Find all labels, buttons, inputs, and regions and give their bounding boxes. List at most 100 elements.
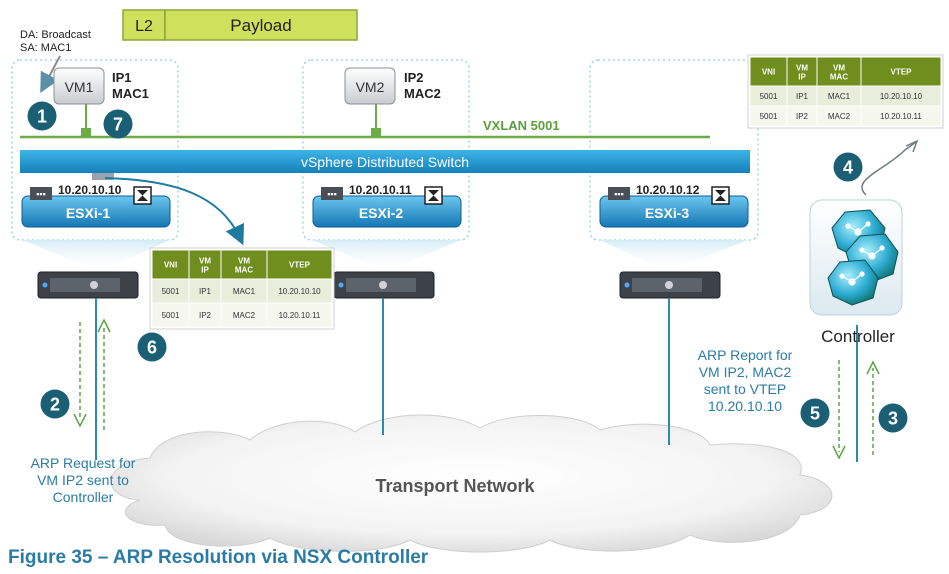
table-cell: 10.20.10.11 — [279, 311, 321, 320]
svg-text:7: 7 — [113, 115, 123, 135]
vm2-mac: MAC2 — [404, 86, 441, 101]
arp-report-text: ARP Report for VM IP2, MAC2 sent to VTEP… — [698, 347, 793, 414]
table-cell: IP2 — [199, 311, 212, 320]
table-cell: IP1 — [796, 92, 809, 101]
vm2-port — [371, 128, 381, 138]
svg-text:VM IP2, MAC2: VM IP2, MAC2 — [699, 364, 792, 380]
controller-icon — [809, 199, 903, 316]
vm1[interactable]: VM1 — [53, 67, 105, 105]
step-6-badge: 6 — [137, 332, 167, 362]
table-cell: 5001 — [162, 311, 180, 320]
svg-text:Controller: Controller — [53, 489, 114, 505]
table-cell: 10.20.10.11 — [880, 112, 922, 121]
svg-text:▪▪▪: ▪▪▪ — [327, 189, 337, 199]
table-header-cell: VTEP — [891, 67, 913, 76]
esxi-1[interactable]: ▪▪▪ 10.20.10.10 ESXi-1 — [21, 183, 171, 228]
frame-pointer-arrow — [40, 55, 61, 94]
table-cell: 5001 — [162, 287, 180, 296]
esxi-3-name: ESXi-3 — [645, 205, 690, 221]
controller-label: Controller — [821, 327, 895, 346]
table-header-cell: VM — [199, 257, 211, 266]
vtep-icon — [30, 187, 52, 200]
table-header-cell: VM — [238, 257, 250, 266]
vds-bar — [20, 150, 750, 173]
table-header-cell: IP — [201, 266, 209, 275]
svg-text:VM IP2 sent to: VM IP2 sent to — [37, 472, 129, 488]
esxi-3-vtep: 10.20.10.12 — [636, 183, 700, 197]
step4-arrow — [861, 141, 917, 196]
arp-request-text: ARP Request for VM IP2 sent to Controlle… — [31, 455, 136, 505]
svg-text:4: 4 — [843, 158, 853, 178]
svg-text:10.20.10.10: 10.20.10.10 — [708, 398, 782, 414]
svg-text:ARP Request for: ARP Request for — [31, 455, 136, 471]
vds-uplink-1 — [92, 173, 114, 180]
esxi-1-name: ESXi-1 — [66, 205, 111, 221]
step-5-badge: 5 — [800, 398, 830, 428]
svg-text:sent to VTEP: sent to VTEP — [704, 381, 786, 397]
step-4-badge: 4 — [833, 152, 863, 182]
step-1-badge: 1 — [27, 101, 57, 131]
vm2-name: VM2 — [356, 79, 385, 95]
table-cell: 5001 — [760, 112, 778, 121]
vtep-icon — [321, 187, 343, 200]
svg-text:1: 1 — [37, 107, 47, 127]
server-icon-1 — [37, 271, 139, 299]
transport-network-cloud-icon — [110, 414, 833, 553]
frame-l2-label: L2 — [135, 18, 153, 35]
table-header-cell: VNI — [164, 260, 177, 269]
esxi-1-vtep: 10.20.10.10 — [58, 183, 122, 197]
svg-text:ARP Report for: ARP Report for — [698, 347, 793, 363]
table-header-cell: MAC — [830, 73, 848, 82]
vm1-ip: IP1 — [112, 70, 132, 85]
table-header-cell: VM — [833, 64, 845, 73]
table-cell: 5001 — [760, 92, 778, 101]
svg-text:6: 6 — [147, 338, 157, 358]
figure-caption: Figure 35 – ARP Resolution via NSX Contr… — [8, 547, 429, 568]
table-update-arrow — [104, 177, 244, 246]
svg-text:2: 2 — [50, 395, 60, 415]
step-3-badge: 3 — [878, 403, 908, 433]
esxi-2-vtep: 10.20.10.11 — [349, 183, 412, 197]
step-2-badge: 2 — [40, 389, 70, 419]
table-cell: MAC2 — [233, 311, 256, 320]
table-cell: MAC1 — [233, 287, 256, 296]
esxi-3[interactable]: ▪▪▪ 10.20.10.12 ESXi-3 — [599, 183, 749, 228]
table-cell: 10.20.10.10 — [880, 92, 923, 101]
frame-da-label: DA: Broadcast — [20, 29, 91, 41]
svg-text:5: 5 — [810, 404, 820, 424]
svg-text:▪▪▪: ▪▪▪ — [36, 189, 46, 199]
step-7-badge: 7 — [103, 109, 133, 139]
esxi-2-name: ESXi-2 — [359, 205, 404, 221]
table-cell: 10.20.10.10 — [278, 287, 321, 296]
table-header-cell: VTEP — [289, 260, 311, 269]
server-icon-3 — [619, 271, 721, 299]
frame-header: L2 Payload — [122, 9, 358, 41]
vds-label: vSphere Distributed Switch — [301, 154, 469, 170]
transport-network-label: Transport Network — [375, 476, 535, 496]
step-badges: 1 2 3 4 5 6 7 — [27, 101, 908, 433]
vm2[interactable]: VM2 — [344, 67, 396, 105]
table-cell: MAC1 — [828, 92, 851, 101]
vm1-name: VM1 — [65, 79, 94, 95]
table-header-cell: MAC — [235, 266, 253, 275]
table-header-cell: IP — [798, 73, 806, 82]
table-cell: IP2 — [796, 112, 809, 121]
vxlan-label: VXLAN 5001 — [483, 118, 560, 133]
table-header-cell: VM — [796, 64, 808, 73]
frame-payload-label: Payload — [230, 16, 291, 35]
server-icon-2 — [333, 271, 435, 299]
vm1-mac: MAC1 — [112, 86, 149, 101]
svg-text:3: 3 — [888, 409, 898, 429]
table-cell: IP1 — [199, 287, 212, 296]
esxi-2[interactable]: ▪▪▪ 10.20.10.11 ESXi-2 — [312, 183, 462, 228]
table-cell: MAC2 — [828, 112, 851, 121]
vm1-port — [81, 128, 91, 138]
svg-text:▪▪▪: ▪▪▪ — [614, 189, 624, 199]
table-header-cell: VNI — [762, 67, 775, 76]
vtep-icon — [608, 187, 630, 200]
vm2-ip: IP2 — [404, 70, 424, 85]
